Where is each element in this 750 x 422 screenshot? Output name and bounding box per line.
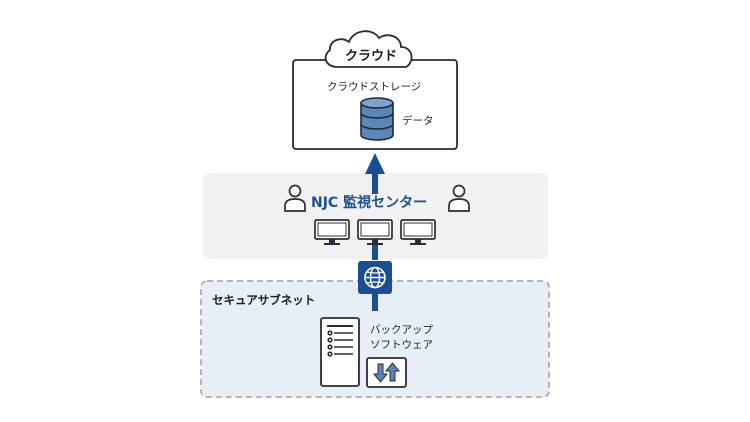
operator-icon-left: [284, 184, 306, 212]
cloud-title: クラウド: [345, 49, 398, 64]
backup-software-label-line2: ソフトウェア: [370, 339, 433, 351]
data-label: データ: [402, 115, 434, 127]
monitoring-center-title: NJC 監視センター: [311, 195, 428, 211]
globe-icon: [358, 261, 392, 294]
monitor-icon-3: [400, 219, 436, 245]
connector-line-lower: [372, 293, 378, 311]
cloud-icon: [324, 30, 413, 68]
upload-arrow: [365, 153, 385, 194]
server-icon: [320, 317, 360, 387]
database-icon: [360, 97, 394, 141]
monitor-icon-1: [314, 219, 350, 245]
operator-icon-right: [448, 184, 470, 212]
backup-software-label-line1: バックアップ: [370, 324, 433, 336]
backup-software-icon: [366, 357, 407, 388]
secure-subnet-panel: [200, 280, 550, 398]
monitor-icon-2: [357, 219, 393, 245]
secure-subnet-title: セキュアサブネット: [212, 293, 316, 307]
cloud-storage-title: クラウドストレージ: [327, 81, 422, 93]
connector-line: [372, 244, 378, 260]
